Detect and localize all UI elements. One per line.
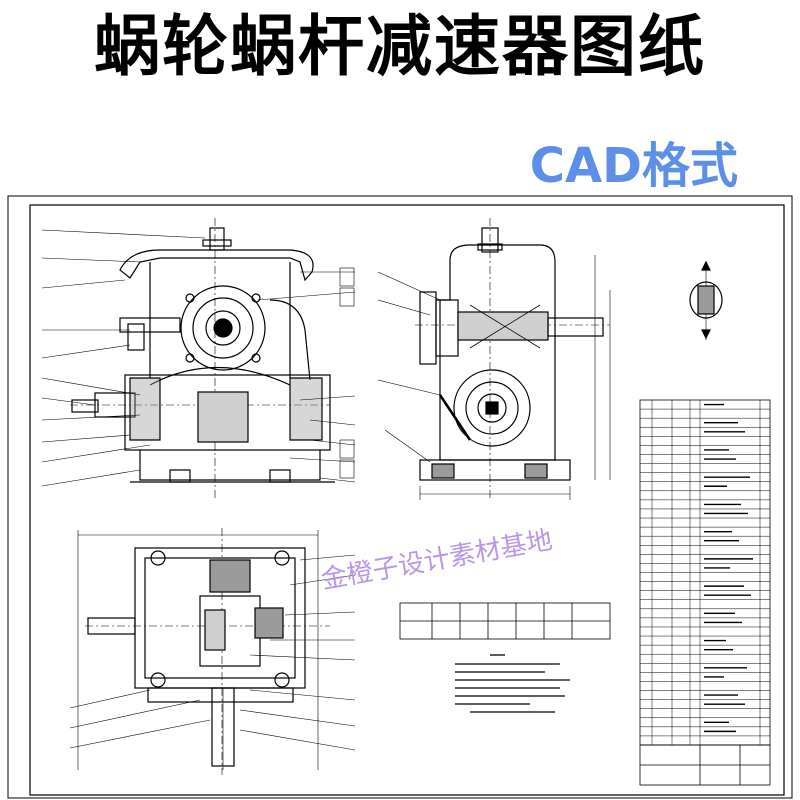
page-title: 蜗轮蜗杆减速器图纸 xyxy=(94,8,706,85)
top-view xyxy=(69,528,356,775)
front-view xyxy=(41,218,356,500)
technical-data-table xyxy=(399,602,611,640)
format-label: CAD格式 xyxy=(529,138,738,194)
technical-requirements-text xyxy=(455,654,570,713)
sheet-inner-border xyxy=(29,204,785,796)
parts-list-table xyxy=(639,399,771,746)
title-block xyxy=(639,744,771,786)
shaft-section-view xyxy=(689,260,723,340)
sheet-outer-border xyxy=(7,195,793,799)
side-view xyxy=(377,218,611,500)
